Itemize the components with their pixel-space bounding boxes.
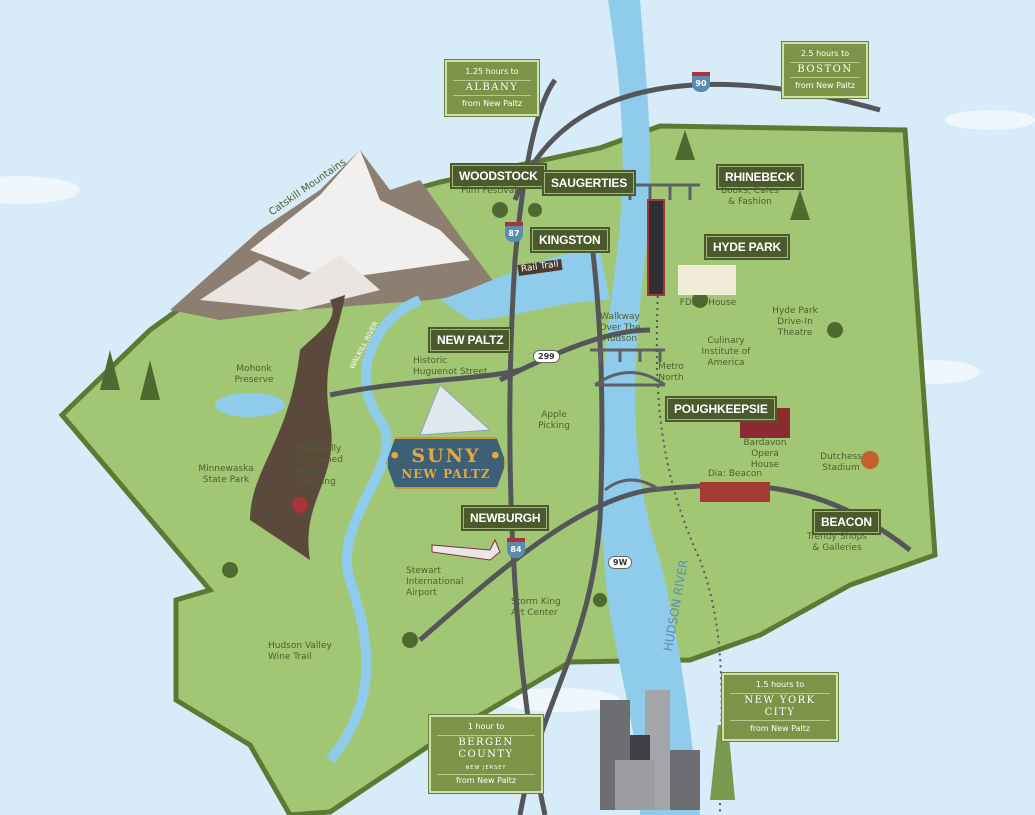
town-beacon: BEACON: [812, 509, 881, 535]
trees: [100, 130, 879, 648]
poi-hyde-park-drive-in: Hyde Park Drive-In Theatre: [772, 306, 818, 338]
railroad: [655, 199, 723, 815]
town-poughkeepsie: POUGHKEEPSIE: [665, 396, 777, 422]
town-newburgh: NEWBURGH: [460, 505, 550, 531]
suny-pyramid: [419, 384, 492, 436]
suny-new-paltz-badge[interactable]: • SUNY • NEW PALTZ: [386, 437, 506, 489]
distance-box-boston: 2.5 hours to BOSTON from New Paltz: [781, 41, 869, 99]
distance-city: BERGEN COUNTY: [437, 735, 535, 762]
town-rhinebeck: RHINEBECK: [716, 164, 804, 190]
poi-woodstock-film-festival: Film Festival: [461, 186, 517, 196]
dia-beacon-building: [700, 482, 770, 502]
lake-minnewaska: [215, 393, 285, 417]
poi-stewart-airport: Stewart International Airport: [406, 566, 464, 598]
town-kingston: KINGSTON: [530, 227, 610, 253]
poi-apple-picking: Apple Picking: [538, 410, 570, 431]
roads: [329, 78, 912, 815]
cliffs: [250, 295, 345, 560]
poi-wine-trail: Hudson Valley Wine Trail: [268, 641, 332, 662]
poi-fdr-house: FDR's House: [679, 298, 737, 308]
catskill-mountains: [170, 150, 500, 320]
poi-bardavon-opera-house: Bardavon Opera House: [743, 438, 787, 470]
distance-box-nyc: 1.5 hours to NEW YORK CITY from New Palt…: [721, 672, 839, 742]
distance-time: 1.25 hours to: [465, 67, 519, 76]
distance-from: from New Paltz: [461, 99, 523, 108]
poi-culinary-institute: Culinary Institute of America: [701, 336, 751, 368]
distance-box-albany: 1.25 hours to ALBANY from New Paltz: [444, 59, 540, 117]
statue-of-liberty: [710, 725, 735, 800]
town-new-paltz: NEW PALTZ: [427, 327, 513, 353]
poi-metro-north: Metro North: [658, 362, 684, 383]
poi-storm-king: Storm King Art Center: [511, 597, 561, 618]
i87-shield: 87: [505, 222, 523, 242]
distance-city: BOSTON: [790, 62, 860, 78]
poi-dutchess-stadium: Dutchess Stadium: [820, 452, 862, 473]
distance-time: 1.5 hours to: [755, 680, 805, 689]
poi-historic-huguenot-street: Historic Huguenot Street: [413, 356, 488, 377]
poi-walkway-over-the-hudson: Walkway Over The Hudson: [599, 312, 641, 344]
nyc-skyline: [600, 690, 700, 810]
distance-box-bergen: 1 hour to BERGEN COUNTY NEW JERSEY from …: [428, 714, 544, 794]
poi-minnewaska-state-park: Minnewaska State Park: [198, 464, 254, 485]
town-woodstock: WOODSTOCK: [450, 163, 547, 189]
suny-title: • SUNY •: [388, 445, 504, 467]
distance-from: from New Paltz: [749, 724, 811, 733]
distance-city: ALBANY: [453, 80, 531, 96]
i84-shield: 84: [507, 538, 525, 558]
airplane-icon: [431, 538, 501, 561]
rondout-creek: [440, 250, 610, 320]
poi-mohonk-preserve: Mohonk Preserve: [234, 364, 274, 385]
distance-city: NEW YORK CITY: [730, 693, 830, 721]
distance-time: 2.5 hours to: [800, 49, 850, 58]
fdr-house: [678, 265, 736, 295]
route-299-shield: 299: [533, 350, 560, 363]
i90-shield: 90: [692, 72, 710, 92]
walkill-river: [326, 295, 423, 764]
poi-dia-beacon: Dia: Beacon: [707, 469, 763, 479]
poi-rhinebeck: Books, Cafés & Fashion: [720, 186, 779, 207]
distance-from: from New Paltz: [794, 81, 856, 90]
town-hyde-park: HYDE PARK: [704, 234, 790, 260]
distance-subtitle: NEW JERSEY: [465, 765, 507, 771]
poi-beacon-shops: Trendy Shops & Galleries: [806, 532, 868, 553]
train: [647, 199, 665, 296]
hudson-river: [599, 0, 700, 815]
distance-from: from New Paltz: [437, 774, 535, 787]
distance-time: 1 hour to: [467, 722, 505, 731]
town-saugerties: SAUGERTIES: [541, 170, 637, 196]
poi-rock-climbing: Nationally Renowned Rock Climbing: [296, 444, 343, 487]
suny-subtitle: NEW PALTZ: [401, 467, 491, 481]
route-9w-shield: 9W: [608, 556, 633, 569]
